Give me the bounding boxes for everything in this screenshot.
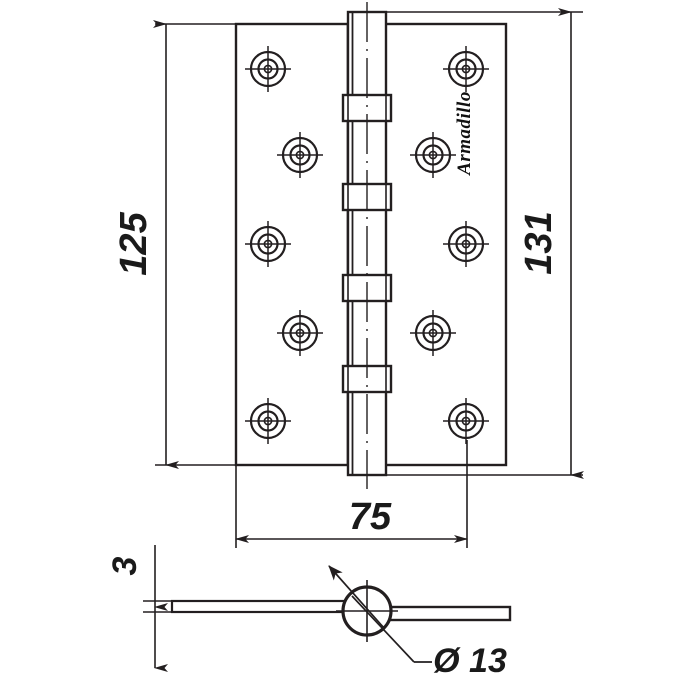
side-left-plate	[170, 599, 366, 614]
dimension-75-label: 75	[349, 496, 392, 538]
dimension-3-label: 3	[106, 556, 144, 575]
dimension-pin-diameter-label: Ø 13	[433, 642, 507, 680]
dimension-pin-diameter: Ø 13	[328, 565, 507, 680]
dimension-125: 125	[113, 20, 244, 469]
dimension-3: 3	[106, 545, 250, 672]
knuckle-band	[341, 364, 393, 394]
side-view	[170, 580, 512, 642]
dimension-125-label: 125	[113, 211, 155, 275]
dimension-131: 131	[386, 8, 584, 479]
leader-line-upper	[328, 565, 385, 629]
dimension-131-label: 131	[518, 211, 560, 274]
dimension-75: 75	[235, 440, 468, 548]
brand-logo: Armadillo	[454, 91, 475, 176]
front-view: Armadillo	[234, 2, 508, 489]
leader-line-lower	[351, 595, 415, 663]
